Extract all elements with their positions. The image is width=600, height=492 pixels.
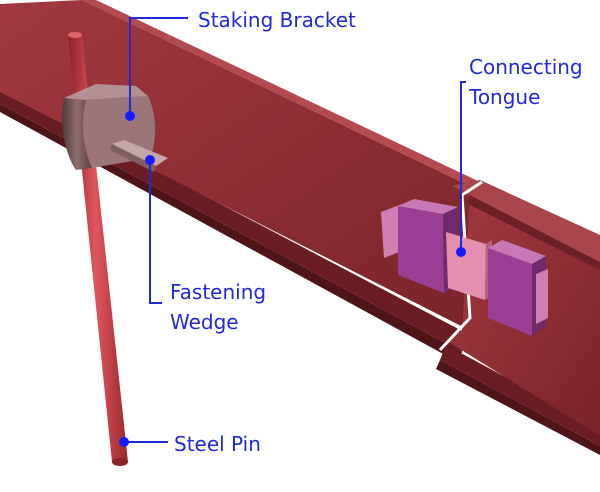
marker-steel-pin [119, 437, 129, 447]
rail-left-section [0, 0, 480, 327]
marker-connecting-tongue [456, 247, 466, 257]
leader-fastening-wedge [149, 160, 162, 304]
marker-staking-bracket [125, 111, 135, 121]
label-steel-pin: Steel Pin [174, 432, 261, 456]
label-connecting-tongue-line1: Connecting [469, 55, 583, 79]
label-fastening-wedge-line2: Wedge [170, 310, 239, 334]
marker-dots [119, 111, 466, 447]
marker-fastening-wedge [145, 155, 155, 165]
connecting-tongue [381, 199, 548, 336]
label-staking-bracket: Staking Bracket [198, 8, 356, 32]
leader-staking-bracket [129, 17, 188, 114]
label-connecting-tongue-line2: Tongue [469, 85, 541, 109]
label-fastening-wedge-line1: Fastening [170, 280, 267, 304]
leader-lines [124, 17, 466, 443]
leader-connecting-tongue [460, 81, 466, 252]
